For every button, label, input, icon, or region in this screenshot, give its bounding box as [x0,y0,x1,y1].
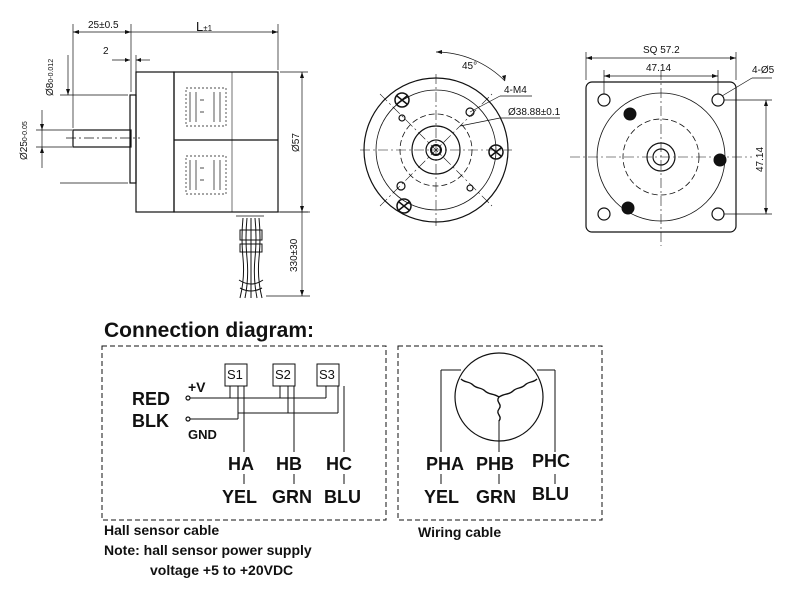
hall-color-grn: GRN [272,487,312,507]
motor-front-view [360,50,560,226]
dim-shaft-diameter: Ø80-0.012 [45,58,56,96]
wire-red-label: RED [132,389,171,409]
sensor-box-s3 [316,363,340,387]
wiring-box [397,345,603,521]
dim-shaft-tol-bottom: -0.012 [48,58,55,79]
dim-shaft-tol-top: 0 [48,78,55,83]
sensor-s1-label: S1 [227,367,243,382]
dim-hole-pitch-horizontal: 47.14 [646,63,672,74]
connection-title: Connection diagram: [104,319,315,342]
hall-color-yel: YEL [222,487,258,507]
motor-side-view [36,24,310,299]
motor-shaft [72,129,132,148]
phase-color-grn: GRN [476,487,516,507]
motor-rear-view [570,52,772,246]
connection-diagram [101,345,603,521]
phase-phb: PHB [476,454,515,474]
sensor-box-s1 [224,363,248,387]
dim-pilot-diameter: Ø250-0.05 [19,121,30,160]
dim-pilot-tol-bottom: -0.05 [22,121,29,138]
dim-mount-holes: 4-Ø5 [752,65,775,76]
dim-body-length-symbol: L [196,19,204,34]
motor-body [173,71,279,213]
phase-color-blu: BLU [532,484,569,504]
dim-pilot-tol-top: 0 [22,137,29,142]
hall-cable-caption: Hall sensor cable [104,522,220,538]
supply-ground-label: GND [188,427,217,442]
supply-positive-label: +V [188,379,206,395]
wiring-cable-caption: Wiring cable [418,524,502,540]
hall-signal-ha: HA [228,454,254,474]
dim-shaft-length: 25±0.5 [88,20,119,31]
sensor-s3-label: S3 [319,367,335,382]
dim-pilot-depth: 2 [103,46,109,57]
dim-pilot-diameter-value: Ø25 [19,141,30,160]
dim-square-size: SQ 57.2 [643,45,680,56]
hall-signal-hb: HB [276,454,302,474]
dim-thread: 4-M4 [504,85,527,96]
power-note-line2: voltage +5 to +20VDC [150,562,294,578]
phase-color-yel: YEL [424,487,460,507]
dim-shaft-diameter-value: Ø8 [45,82,56,96]
wire-blk-label: BLK [132,411,169,431]
front-flange [135,71,175,213]
phase-pha: PHA [426,454,465,474]
dim-cable-length: 330±30 [289,238,300,272]
hall-sensor-box [101,345,387,521]
phase-phc: PHC [532,451,571,471]
dim-body-length: L±1 [196,20,212,33]
dim-body-length-tolerance: ±1 [203,24,213,33]
dim-angle: 45° [462,61,478,72]
dim-body-diameter: Ø57 [291,133,302,152]
sensor-box-s2 [272,363,296,387]
dim-pitch-circle: Ø38.88±0.1 [508,107,561,118]
hall-color-blu: BLU [324,487,361,507]
hall-signal-hc: HC [326,454,352,474]
power-note-line1: Note: hall sensor power supply [104,542,312,558]
dim-hole-pitch-vertical: 47.14 [755,146,766,172]
sensor-s2-label: S2 [275,367,291,382]
